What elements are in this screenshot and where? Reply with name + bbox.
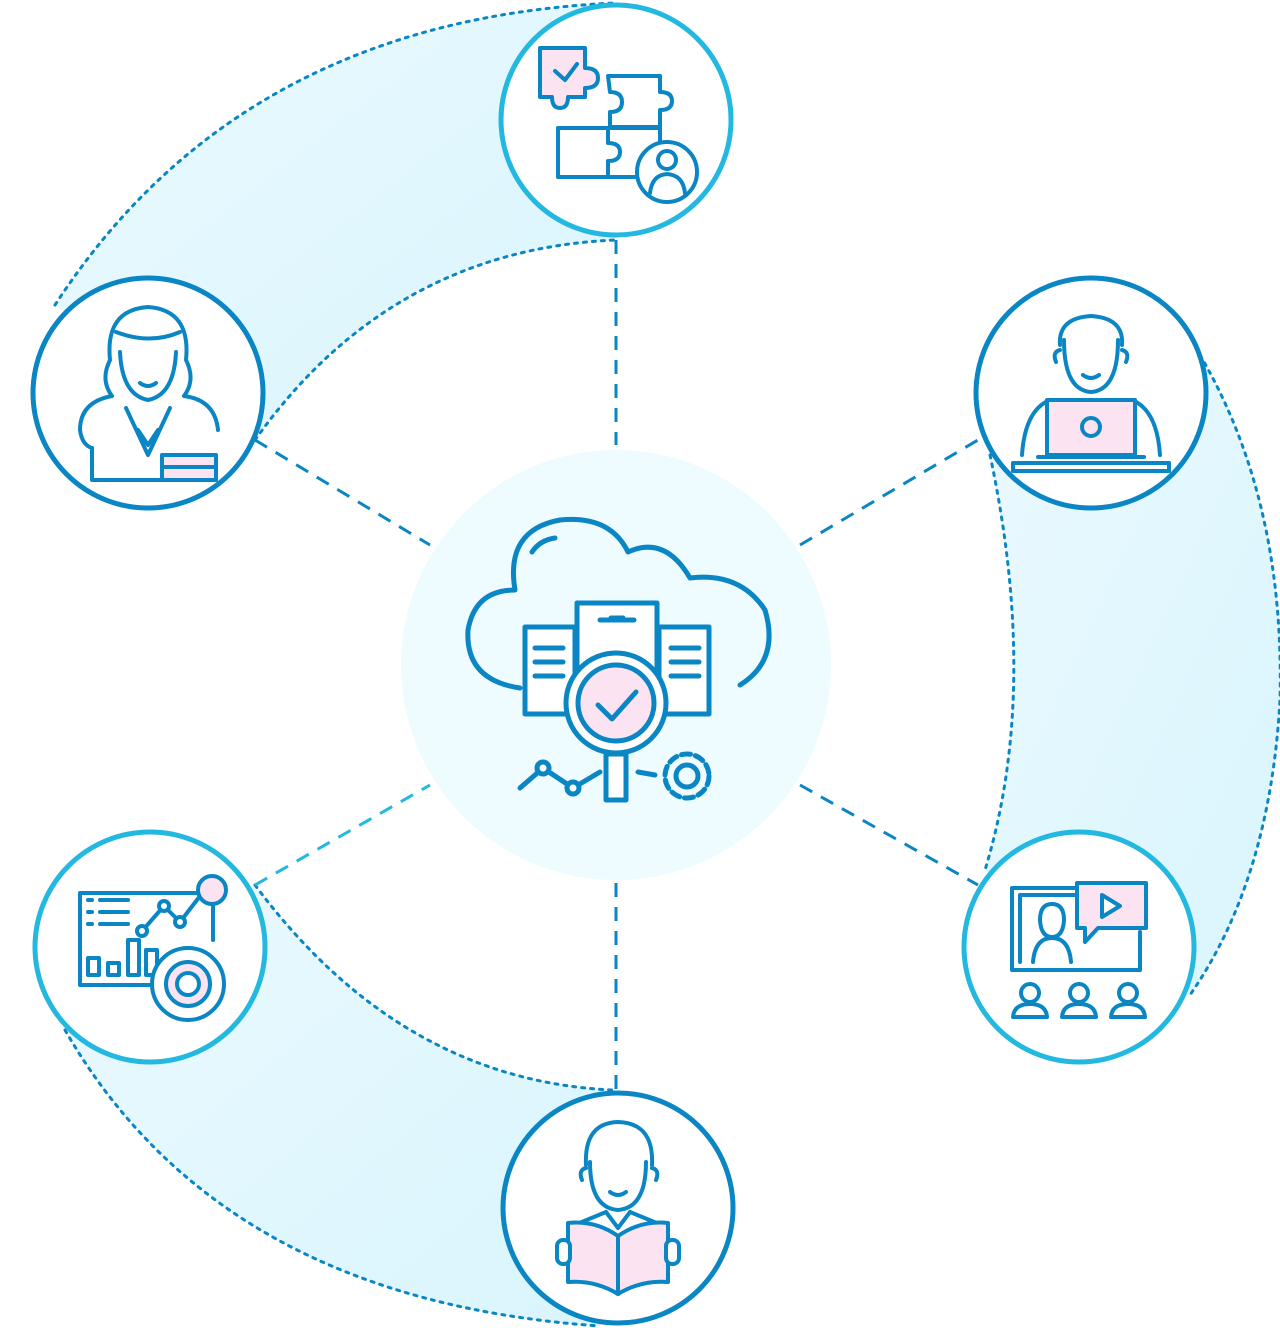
video-presentation-icon — [1010, 881, 1148, 1019]
node-lower-left-ring — [32, 829, 268, 1065]
arc-outer-lower-left — [63, 1028, 602, 1328]
arc-inner-lower-left — [253, 883, 614, 1092]
node-upper-left-ring — [30, 275, 266, 511]
spoke-lower-right — [799, 783, 979, 887]
node-lower-left — [32, 829, 268, 1065]
analytics-dashboard-icon — [78, 874, 228, 1022]
man-reading-book-icon — [555, 1120, 681, 1296]
spoke-upper-left — [254, 438, 431, 547]
node-lower-right — [961, 829, 1197, 1065]
woman-teacher-icon — [78, 305, 220, 482]
dotted-arcs — [53, 1, 1280, 1328]
spokes — [254, 240, 979, 1090]
node-upper-left — [30, 275, 266, 511]
arc-outer-right — [1188, 353, 1280, 997]
node-top-ring — [498, 2, 734, 238]
puzzle-user-icon — [538, 46, 699, 204]
center-hub — [401, 450, 831, 880]
spoke-lower-left — [254, 783, 431, 887]
spoke-upper-right — [799, 438, 979, 547]
cloud-server-search-icon — [465, 516, 772, 803]
man-laptop-icon — [1011, 314, 1171, 473]
node-lower-right-ring — [961, 829, 1197, 1065]
node-top — [498, 2, 734, 238]
arc-inner-right — [983, 453, 1016, 872]
arc-inner-upper-left — [253, 238, 617, 442]
arc-outer-upper-left — [53, 1, 617, 307]
node-bottom — [500, 1090, 736, 1326]
node-upper-right — [973, 275, 1209, 511]
